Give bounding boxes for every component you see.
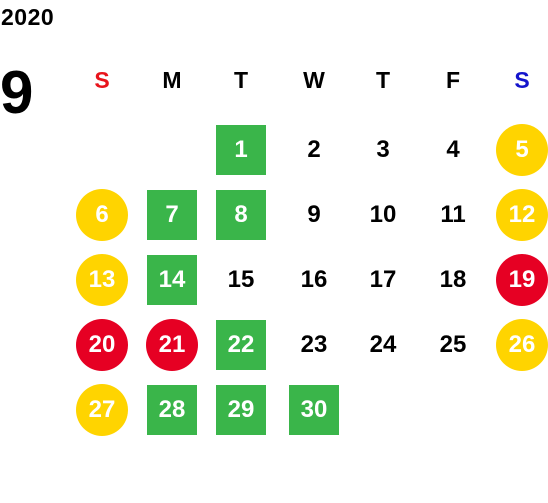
day-cell[interactable]: 28 [158,396,186,423]
highlight-circle [146,319,198,371]
weekday-header: M [162,66,182,93]
weekday-header: T [375,66,391,93]
day-cell[interactable]: 8 [234,201,248,228]
highlight-circle [76,189,128,241]
highlight-circle [76,254,128,306]
day-cell[interactable]: 17 [369,266,397,293]
highlight-circle [76,384,128,436]
highlight-box [216,190,266,240]
highlight-box [147,385,197,435]
day-cell[interactable]: 18 [439,266,467,293]
highlight-box [216,385,266,435]
day-cell[interactable]: 1 [234,136,248,163]
highlight-circle [496,189,548,241]
highlight-box [147,255,197,305]
highlight-box [216,125,266,175]
weekday-header: S [514,66,530,93]
weekday-header: F [445,66,461,93]
highlight-circle [496,254,548,306]
day-cell[interactable]: 10 [369,201,397,228]
day-cell[interactable]: 6 [95,201,109,228]
day-cell[interactable]: 14 [158,266,186,293]
highlight-box [216,320,266,370]
highlight-circle [76,319,128,371]
day-cell[interactable]: 22 [227,331,255,358]
day-cell[interactable]: 9 [307,201,321,228]
day-cell[interactable]: 7 [165,201,179,228]
weekday-header: T [233,66,249,93]
highlight-circle [496,319,548,371]
day-cell[interactable]: 23 [300,331,328,358]
day-cell[interactable]: 25 [439,331,467,358]
day-cell[interactable]: 12 [508,201,536,228]
day-cell[interactable]: 27 [88,396,116,423]
day-cell[interactable]: 5 [515,136,529,163]
weekday-header: W [303,66,325,93]
day-cell[interactable]: 24 [369,331,397,358]
highlight-box [147,190,197,240]
highlight-circle [496,124,548,176]
day-cell[interactable]: 21 [158,331,186,358]
day-cell[interactable]: 16 [300,266,328,293]
day-cell[interactable]: 29 [227,396,255,423]
day-cell[interactable]: 4 [446,136,460,163]
day-cell[interactable]: 20 [88,331,116,358]
year-label: 2020 [1,4,55,30]
day-cell[interactable]: 2 [307,136,321,163]
day-cell[interactable]: 19 [508,266,536,293]
month-number: 9 [0,59,34,126]
day-cell[interactable]: 30 [300,396,328,423]
day-cell[interactable]: 26 [508,331,536,358]
highlight-box [289,385,339,435]
day-cell[interactable]: 3 [376,136,390,163]
weekday-header: S [94,66,110,93]
day-cell[interactable]: 15 [227,266,255,293]
day-cell[interactable]: 13 [88,266,116,293]
day-cell[interactable]: 11 [440,201,466,228]
